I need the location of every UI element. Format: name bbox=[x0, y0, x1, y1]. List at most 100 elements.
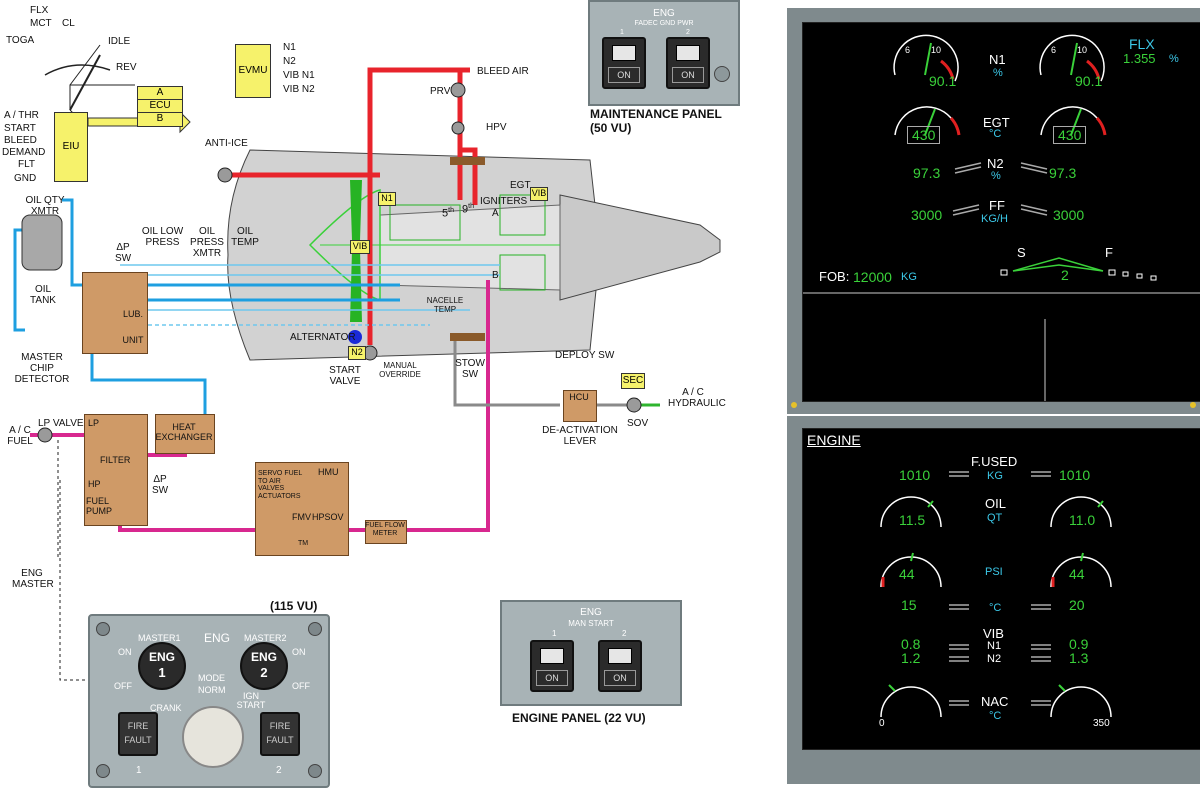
panel-screw bbox=[714, 66, 730, 82]
n1-tick-6-right: 6 bbox=[1051, 45, 1057, 55]
psi-label: PSI bbox=[985, 566, 1003, 578]
off-right: OFF bbox=[292, 681, 310, 691]
egt-gauge-left bbox=[894, 106, 952, 136]
hcu-label: HCU bbox=[569, 392, 589, 402]
on-right: ON bbox=[292, 647, 306, 657]
button-window bbox=[612, 45, 636, 61]
core-casing bbox=[379, 204, 561, 291]
eng-master-label: ENG MASTER bbox=[12, 568, 54, 590]
eiu-input-start: START bbox=[4, 123, 36, 134]
lub-unit bbox=[82, 272, 148, 354]
flx-value: 1.355 bbox=[1123, 51, 1156, 66]
toga-label: TOGA bbox=[6, 35, 35, 46]
bleed-air-label: BLEED AIR bbox=[477, 66, 529, 77]
fuel-flow-meter-box bbox=[365, 520, 407, 544]
nacelle-temp-label: NACELLE TEMP bbox=[426, 296, 464, 314]
vib-n1-left: 0.8 bbox=[901, 636, 921, 652]
panel-screw bbox=[308, 764, 322, 778]
lub-unit-unit: UNIT bbox=[122, 335, 144, 345]
oil-unit: QT bbox=[987, 512, 1003, 524]
egt-label: EGT bbox=[510, 180, 531, 191]
ewd-graphics bbox=[803, 34, 1200, 401]
filter-label: FILTER bbox=[100, 455, 131, 465]
button-window bbox=[608, 648, 632, 664]
n2-left-value: 97.3 bbox=[913, 165, 941, 181]
oil-tank-shape bbox=[21, 214, 63, 271]
delta-p-sw-fuel-label: ΔP SW bbox=[151, 474, 169, 496]
master-chip-detector-label: MASTER CHIP DETECTOR bbox=[14, 352, 70, 385]
man-start-btn2-num: 2 bbox=[622, 629, 627, 638]
fused-label: F.USED bbox=[971, 454, 1018, 469]
hcu-box bbox=[563, 390, 597, 422]
eng-master-1-switch[interactable]: ENG 1 bbox=[138, 642, 186, 690]
man-start-1-button[interactable]: ON bbox=[530, 640, 574, 692]
evmu-out-vibn2: VIB N2 bbox=[283, 84, 315, 95]
tm-label: TM bbox=[298, 540, 309, 547]
ecu-b: B bbox=[137, 112, 183, 127]
oil-temp-right: 20 bbox=[1069, 597, 1085, 613]
hpv-label: HPV bbox=[486, 122, 507, 133]
mct-label: MCT bbox=[30, 18, 52, 29]
sec-box: SEC bbox=[621, 373, 645, 389]
eiu-input-gnd: GND bbox=[14, 173, 37, 184]
sov-label: SOV bbox=[627, 418, 649, 429]
nac-gauge-right bbox=[1050, 686, 1112, 718]
mode-label: MODE bbox=[198, 673, 225, 683]
sd-graphics bbox=[880, 471, 1112, 718]
n1-tick-10-right: 10 bbox=[1077, 45, 1088, 55]
eiu-input-flt: FLT bbox=[18, 159, 36, 170]
panel-screw bbox=[96, 764, 110, 778]
deactivation-lever-label: DE-ACTIVATION LEVER bbox=[542, 425, 618, 447]
panel-title: ENG bbox=[204, 631, 231, 645]
fob-label: FOB: bbox=[819, 269, 850, 284]
eng-master-panel: ENG MASTER1 MASTER2 ENG 1 ENG 2 ON OFF O… bbox=[88, 614, 330, 788]
stage-5-label: 5th bbox=[442, 207, 454, 220]
n2-tag: N2 bbox=[348, 346, 366, 360]
man-start-2-button[interactable]: ON bbox=[598, 640, 642, 692]
eiu-input-athr: A / THR bbox=[4, 110, 39, 121]
fan-blade-top bbox=[350, 180, 362, 240]
thrust-lever-arc bbox=[44, 64, 111, 76]
button-window bbox=[676, 45, 700, 61]
maint-btn1-num: 1 bbox=[620, 29, 624, 36]
oil-temp-unit: °C bbox=[989, 602, 1002, 614]
mode-selector-knob[interactable] bbox=[182, 706, 244, 768]
crank-label: CRANK bbox=[150, 703, 182, 713]
oil-press-xmtr-label: OIL PRESS XMTR bbox=[190, 226, 224, 259]
on-legend: ON bbox=[608, 67, 640, 83]
ecu-a: A bbox=[137, 86, 183, 100]
eng-master-2-switch[interactable]: ENG 2 bbox=[240, 642, 288, 690]
igniter-a-label: A bbox=[492, 208, 499, 219]
n1-right-value: 90.1 bbox=[1075, 73, 1103, 89]
fadec-gnd-pwr-2-button[interactable]: ON bbox=[666, 37, 710, 89]
on-legend: ON bbox=[672, 67, 704, 83]
evmu-out-vibn1: VIB N1 bbox=[283, 70, 315, 81]
oil-qty-gauge-right bbox=[1050, 496, 1112, 528]
hmu-box bbox=[255, 462, 349, 556]
slat-label: S bbox=[1017, 245, 1026, 260]
ewd-light-sensor bbox=[1190, 402, 1196, 408]
stage-9-label: 9th bbox=[462, 203, 474, 216]
vib-n2-label: N2 bbox=[987, 653, 1002, 665]
on-legend: ON bbox=[604, 670, 636, 686]
engine-warning-display: 6 10 6 10 90.1 90.1 N1 % FLX 1.355 % 430… bbox=[802, 22, 1200, 402]
button-window bbox=[540, 648, 564, 664]
hp-label: HP bbox=[88, 479, 101, 489]
evmu-box: EVMU bbox=[235, 44, 271, 98]
fadec-gnd-pwr-1-button[interactable]: ON bbox=[602, 37, 646, 89]
ac-fuel-label: A / C FUEL bbox=[7, 425, 33, 447]
igniter-b-label: B bbox=[492, 270, 499, 281]
stage-5-suffix: th bbox=[448, 207, 454, 214]
nac-max-label: 350 bbox=[1093, 718, 1110, 729]
flx-label: FLX bbox=[30, 5, 49, 16]
ac-hydraulic-label: A / C HYDRAULIC bbox=[668, 387, 726, 409]
ff-left-value: 3000 bbox=[911, 207, 943, 223]
oil-press-left: 44 bbox=[899, 566, 915, 582]
n2-label: N2 bbox=[987, 156, 1004, 171]
fire-fault-1-indicator: FIRE FAULT bbox=[118, 712, 158, 756]
eng1-b: 1 bbox=[158, 665, 166, 680]
nac-label: NAC bbox=[981, 694, 1009, 709]
prv-label: PRV bbox=[430, 86, 451, 97]
oil-tank-label: OIL TANK bbox=[30, 284, 56, 306]
